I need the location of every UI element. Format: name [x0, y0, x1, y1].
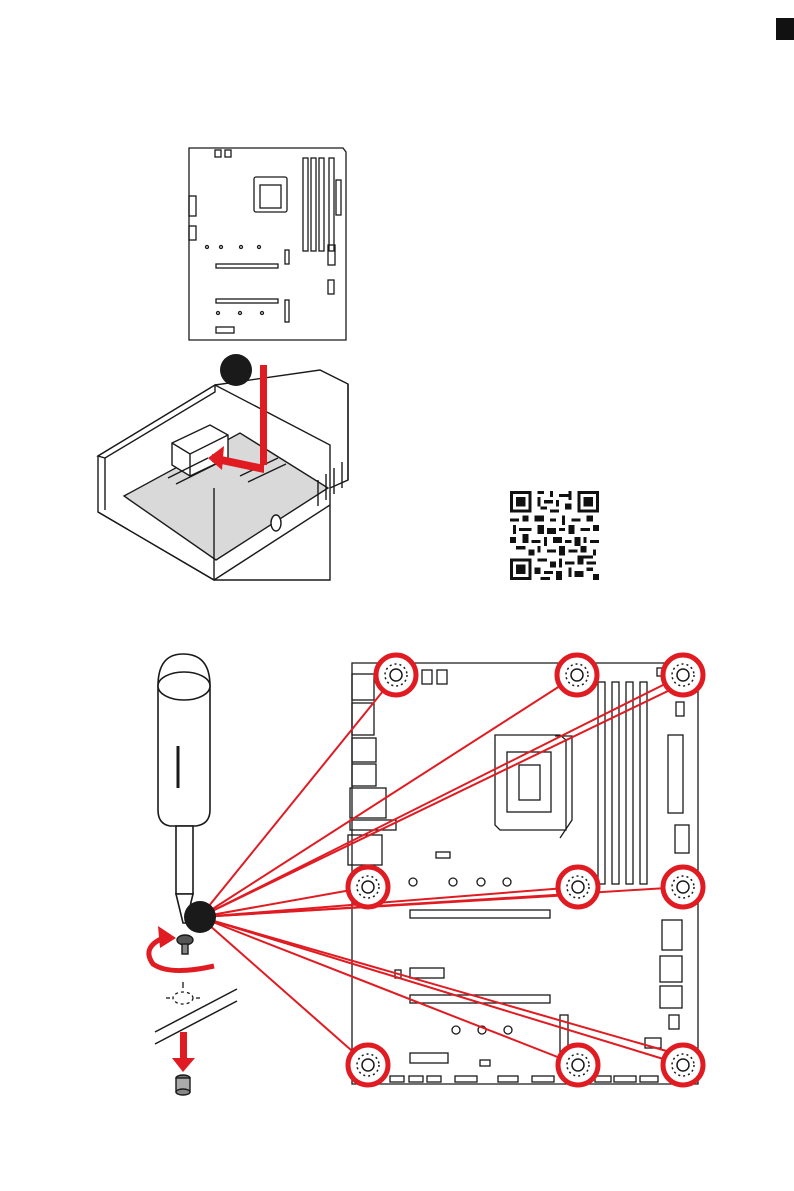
screw-hole-icon — [663, 655, 703, 695]
screw-hole-icon — [376, 655, 416, 695]
qr-code-icon — [510, 491, 599, 580]
motherboard-top-view — [189, 148, 346, 340]
screw-icon — [177, 935, 193, 954]
screw-hole-markers — [348, 655, 703, 1085]
screw-hole-icon — [663, 867, 703, 907]
standoff-icon — [176, 1075, 190, 1095]
screw-hole-icon — [558, 867, 598, 907]
screw-target-marker — [166, 982, 200, 1004]
motherboard-layout — [348, 663, 698, 1084]
screw-hole-icon — [557, 655, 597, 695]
pc-case — [98, 370, 348, 580]
step-number-badge-top — [220, 354, 252, 386]
board-edge — [155, 989, 237, 1044]
screw-hole-icon — [558, 1045, 598, 1085]
screw-hole-icon — [663, 1045, 703, 1085]
screw-point-leader-lines — [200, 675, 683, 1065]
page-edge-marker — [776, 18, 794, 40]
screwdriver-icon — [158, 654, 210, 923]
down-arrow-icon — [172, 1032, 195, 1072]
step-number-badge-bottom — [184, 901, 216, 933]
case-install-illustration — [90, 140, 360, 590]
screw-hole-icon — [348, 1045, 388, 1085]
screw-hole-icon — [348, 867, 388, 907]
screw-install-illustration — [0, 640, 794, 1100]
